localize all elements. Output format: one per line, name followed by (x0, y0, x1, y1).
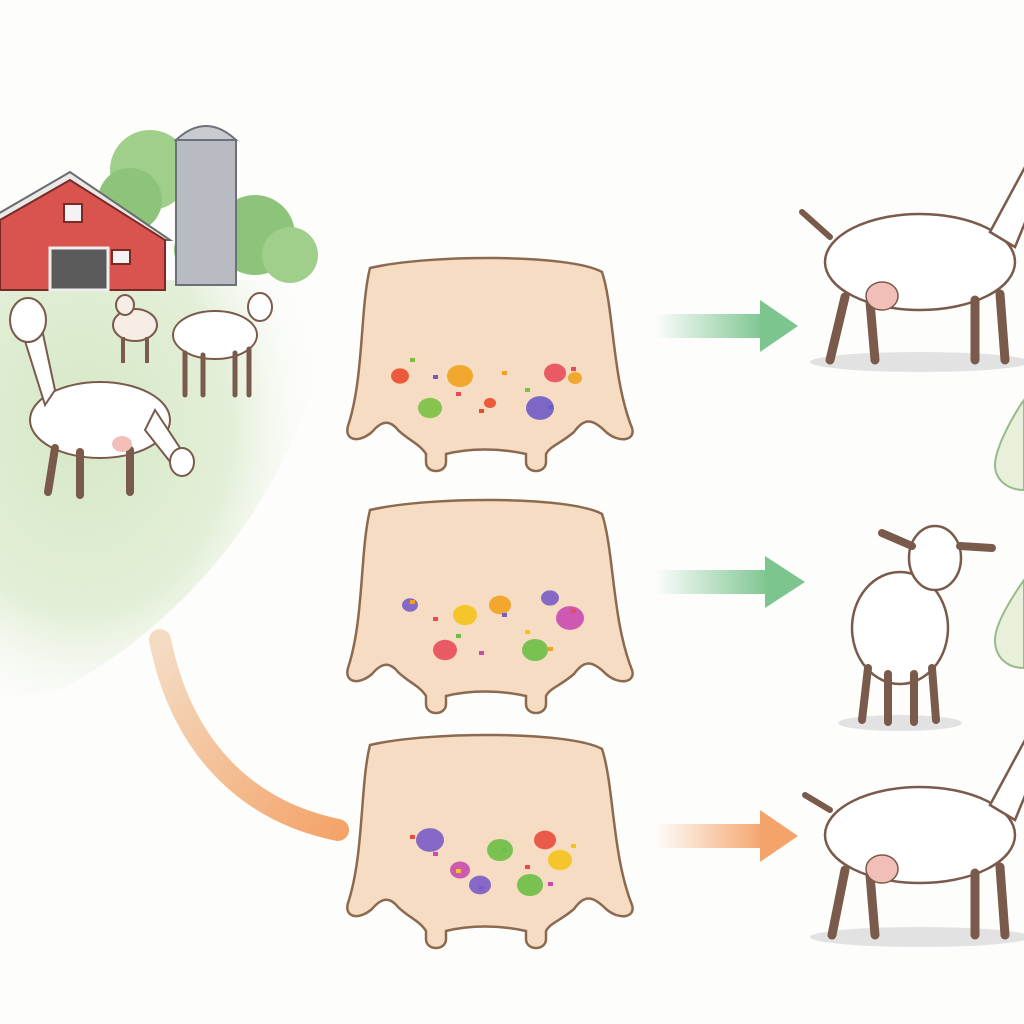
nutrient-particle (544, 363, 566, 383)
arrow-row-3 (655, 810, 798, 862)
nutrient-particle (418, 397, 442, 419)
outcome-goat-3 (802, 739, 1024, 947)
nutrient-fleck (548, 882, 553, 886)
nutrient-fleck (571, 609, 576, 613)
nutrient-fleck (433, 617, 438, 621)
nutrient-particle (391, 368, 409, 384)
nutrient-fleck (525, 865, 530, 869)
nutrient-fleck (502, 848, 507, 852)
milk-drop-1 (993, 398, 1024, 492)
nutrient-fleck (479, 651, 484, 655)
nutrient-fleck (456, 869, 461, 873)
arrow-row-2 (655, 556, 805, 608)
nutrient-particle (517, 873, 543, 897)
nutrient-particle (416, 828, 444, 852)
nutrient-fleck (433, 375, 438, 379)
outcome-kid-goat (838, 524, 996, 731)
udder-row-3 (346, 733, 634, 950)
nutrient-particle (433, 639, 457, 661)
nutrient-particle (487, 838, 513, 862)
nutrient-particle (447, 364, 473, 388)
nutrient-fleck (502, 371, 507, 375)
nutrient-particle (534, 830, 556, 850)
nutrient-fleck (410, 600, 415, 604)
nutrient-fleck (571, 844, 576, 848)
nutrient-particle (489, 595, 511, 615)
nutrient-fleck (548, 647, 553, 651)
nutrient-fleck (456, 634, 461, 638)
nutrient-particle (484, 397, 496, 409)
outcome-goat-1 (799, 166, 1024, 372)
silo (173, 125, 239, 286)
nutrient-particle (548, 849, 572, 871)
udders-group (346, 256, 634, 950)
grazing-goats (9, 292, 273, 499)
udder-shape (346, 733, 634, 950)
nutrient-fleck (479, 886, 484, 890)
nutrient-fleck (525, 630, 530, 634)
nutrient-particle (556, 606, 584, 630)
nutrient-particle (469, 875, 491, 895)
nutrient-fleck (571, 367, 576, 371)
nutrient-particle (526, 396, 554, 420)
nutrient-particle (541, 590, 559, 606)
arrow-row-1 (655, 300, 798, 352)
udder-row-1 (346, 256, 634, 473)
udder-shape (346, 256, 634, 473)
branch-to-bottom-row (149, 629, 349, 841)
nutrient-fleck (410, 835, 415, 839)
nutrient-fleck (456, 392, 461, 396)
nutrient-particle (522, 638, 548, 662)
nutrient-fleck (410, 358, 415, 362)
nutrient-fleck (479, 409, 484, 413)
milk-drop-2 (993, 578, 1024, 670)
nutrient-fleck (525, 388, 530, 392)
nutrient-fleck (548, 405, 553, 409)
udder-row-2 (346, 498, 634, 715)
barn (0, 170, 174, 292)
nutrient-particle (568, 372, 582, 384)
nutrient-fleck (433, 852, 438, 856)
nutrient-fleck (502, 613, 507, 617)
nutrient-particle (453, 604, 477, 626)
